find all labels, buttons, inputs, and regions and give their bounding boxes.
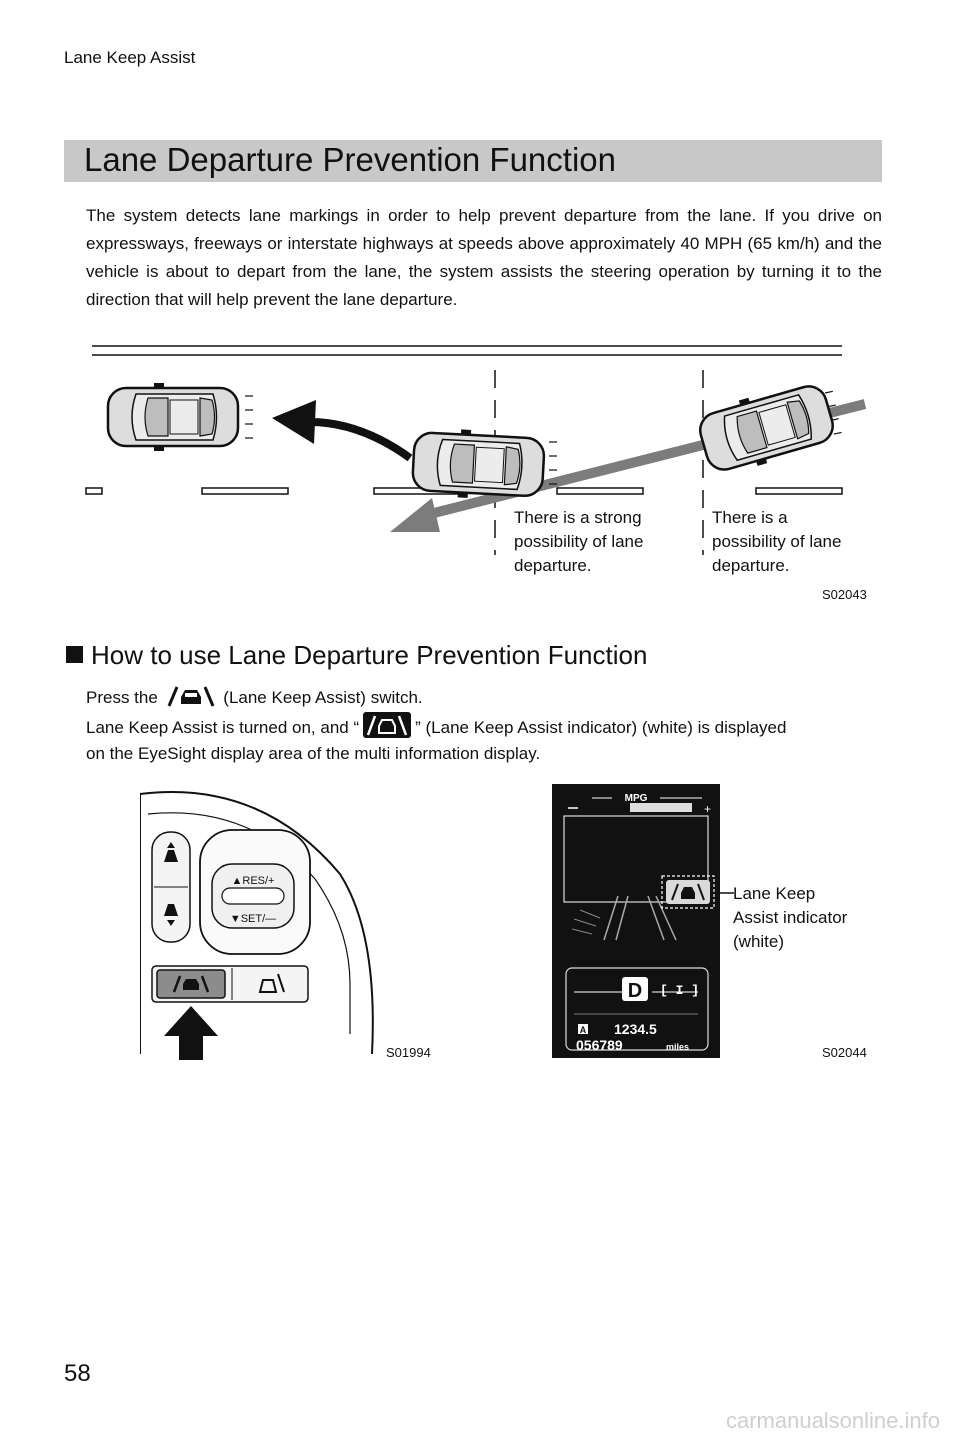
pre-collision-off-icon bbox=[258, 973, 285, 993]
odometer-value: 056789 bbox=[576, 1037, 623, 1053]
set-minus-label: ▼SET/— bbox=[230, 913, 276, 925]
section-title-bar bbox=[64, 140, 882, 182]
figure-code: S02043 bbox=[822, 587, 867, 602]
lane-keep-assist-indicator-icon bbox=[671, 883, 705, 901]
indicator-leader-line bbox=[712, 892, 734, 894]
square-bullet-icon bbox=[66, 646, 83, 663]
figure-code-display: S02044 bbox=[822, 1045, 867, 1060]
running-header: Lane Keep Assist bbox=[64, 48, 196, 67]
page-number: 58 bbox=[64, 1360, 91, 1387]
mpg-plus-icon: + bbox=[704, 802, 711, 816]
lane-keep-assist-switch-icon bbox=[172, 975, 210, 993]
res-plus-label: ▲RES/+ bbox=[232, 875, 275, 887]
caption-possibility: There is a possibility of lane departure… bbox=[712, 508, 842, 575]
mpg-label: MPG bbox=[625, 793, 648, 804]
odometer-unit: miles bbox=[666, 1042, 689, 1052]
figure-code-switch: S01994 bbox=[386, 1045, 431, 1060]
instruction-line-3: on the EyeSight display area of the mult… bbox=[86, 744, 541, 763]
lane-departure-diagram bbox=[85, 345, 867, 555]
indicator-caption: Lane Keep Assist indicator (white) bbox=[733, 884, 848, 951]
watermark: carmanualsonline.info bbox=[725, 1408, 940, 1433]
steering-wheel-switch-illustration: ▲RES/+ ▼SET/— bbox=[140, 790, 374, 1060]
arrow-up-icon bbox=[164, 1006, 218, 1060]
gear-range-icon: [ I ] bbox=[660, 983, 699, 998]
instruction-line-1: Press the (Lane Keep Assist) switch. bbox=[86, 684, 423, 712]
lane-keep-assist-indicator-icon bbox=[363, 712, 412, 738]
section-title: Lane Departure Prevention Function bbox=[84, 141, 616, 178]
multi-information-display: MPG + D [ I ] A 1234.5 056789 miles bbox=[552, 784, 720, 1058]
intro-paragraph: The system detects lane markings in orde… bbox=[86, 206, 882, 309]
gear-indicator: D bbox=[628, 980, 642, 1002]
subsection-title: How to use Lane Departure Prevention Fun… bbox=[66, 638, 647, 672]
instruction-line-2: Lane Keep Assist is turned on, and “ ” (… bbox=[86, 712, 786, 742]
lane-keep-assist-icon bbox=[167, 686, 214, 707]
trip-a-label: A bbox=[580, 1025, 587, 1035]
caption-strong-possibility: There is a strong possibility of lane de… bbox=[514, 508, 644, 575]
trip-value: 1234.5 bbox=[614, 1021, 657, 1037]
